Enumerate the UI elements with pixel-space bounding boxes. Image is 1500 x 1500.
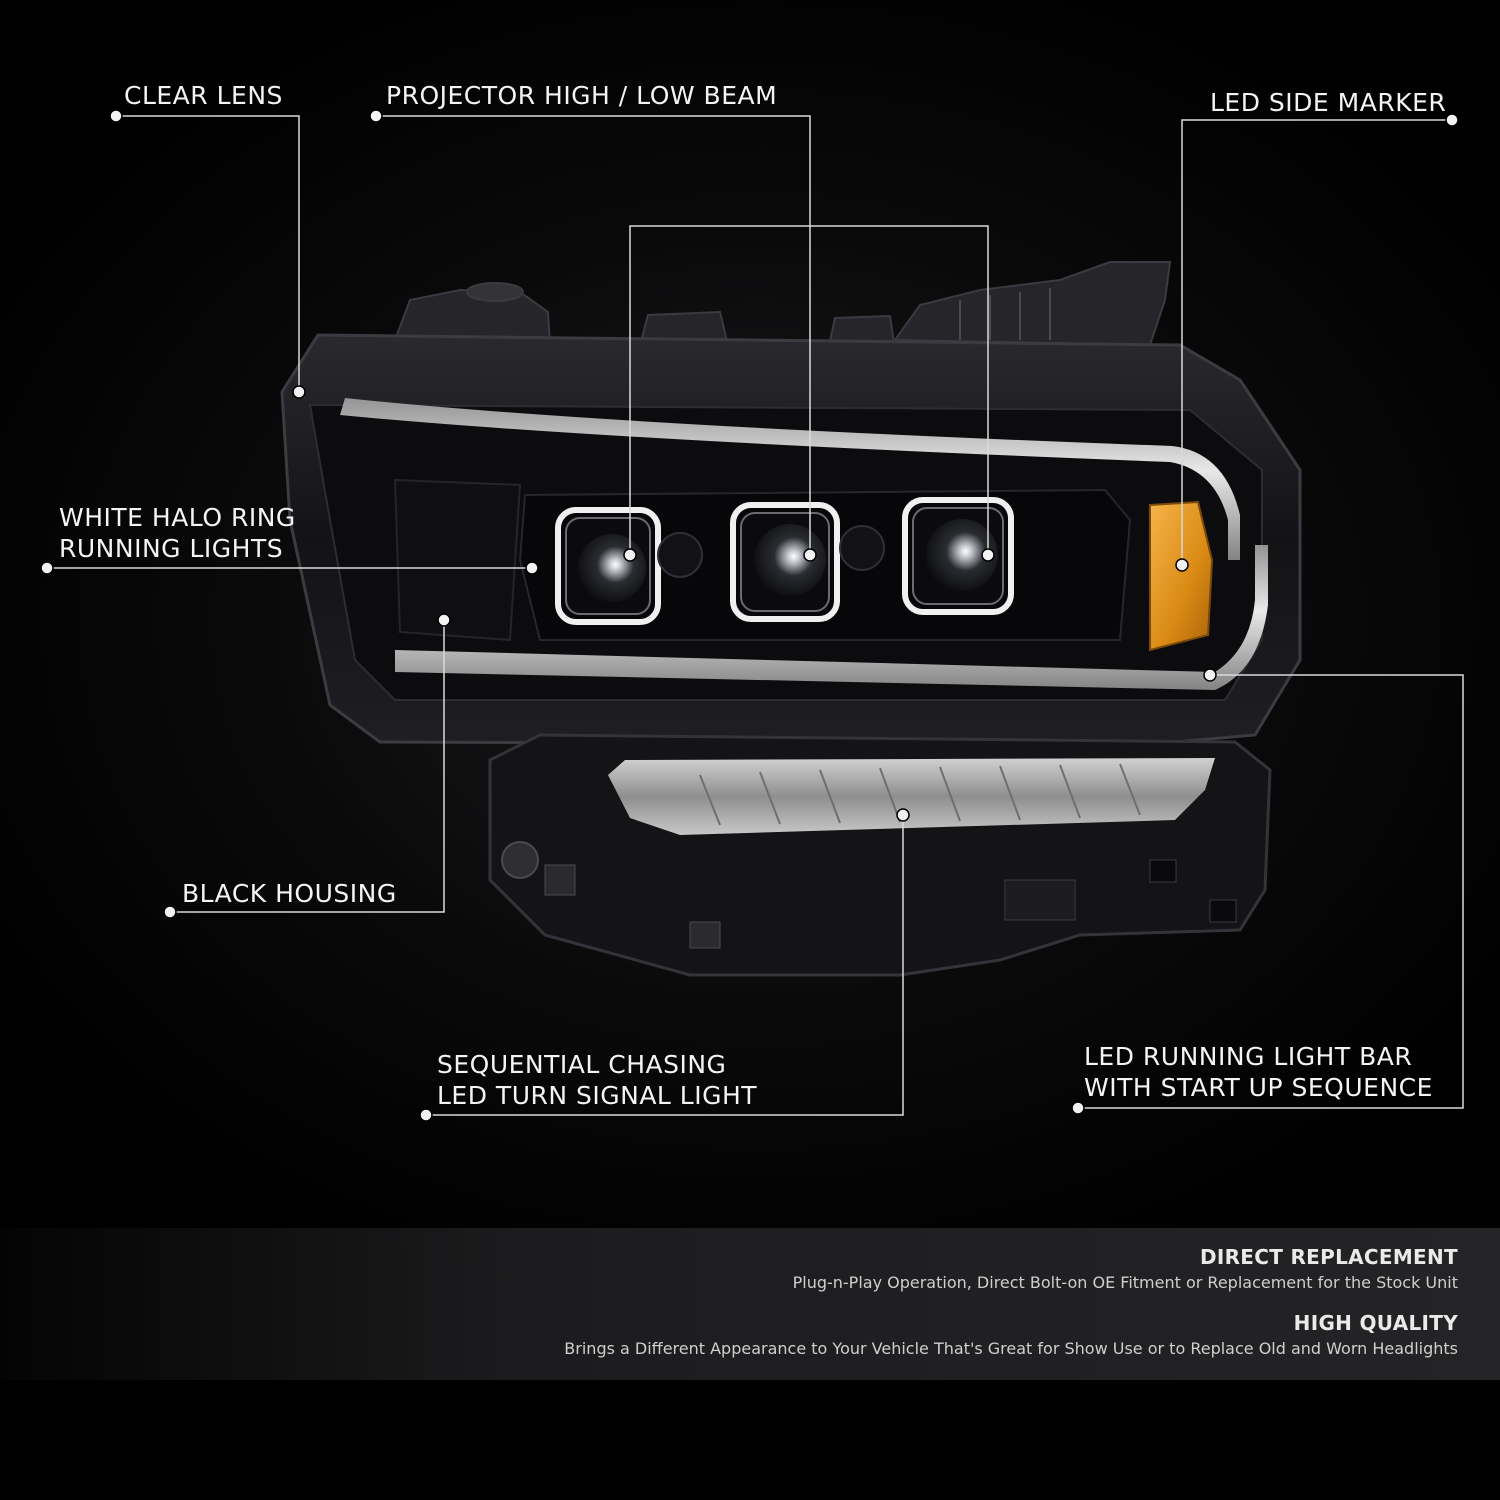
turn-signal-diodes	[699, 763, 1141, 826]
feature-title: DIRECT REPLACEMENT	[1199, 1245, 1458, 1269]
feature-band: DIRECT REPLACEMENT Plug-n-Play Operation…	[0, 1228, 1500, 1380]
halo-label: WHITE HALO RING RUNNING LIGHTS	[59, 503, 296, 563]
amber-side-marker	[1149, 500, 1214, 652]
projector-1	[555, 507, 661, 625]
projector-label: PROJECTOR HIGH / LOW BEAM	[386, 81, 778, 110]
feature-title: HIGH QUALITY	[1293, 1311, 1458, 1335]
feature-high-quality: HIGH QUALITY Brings a Different Appearan…	[564, 1311, 1458, 1358]
housing-label: BLACK HOUSING	[182, 879, 397, 908]
feature-description: Plug-n-Play Operation, Direct Bolt-on OE…	[792, 1273, 1458, 1292]
feature-description: Brings a Different Appearance to Your Ve…	[564, 1339, 1458, 1358]
projector-2	[730, 502, 840, 622]
projector-3	[902, 497, 1014, 615]
turn-signal-label: SEQUENTIAL CHASING LED TURN SIGNAL LIGHT	[437, 1050, 758, 1110]
feature-direct-replacement: DIRECT REPLACEMENT Plug-n-Play Operation…	[793, 1245, 1458, 1292]
side-marker-label: LED SIDE MARKER	[1210, 88, 1447, 117]
running-bar-label: LED RUNNING LIGHT BAR WITH START UP SEQU…	[1084, 1042, 1433, 1102]
clear-lens-label: CLEAR LENS	[124, 81, 283, 110]
